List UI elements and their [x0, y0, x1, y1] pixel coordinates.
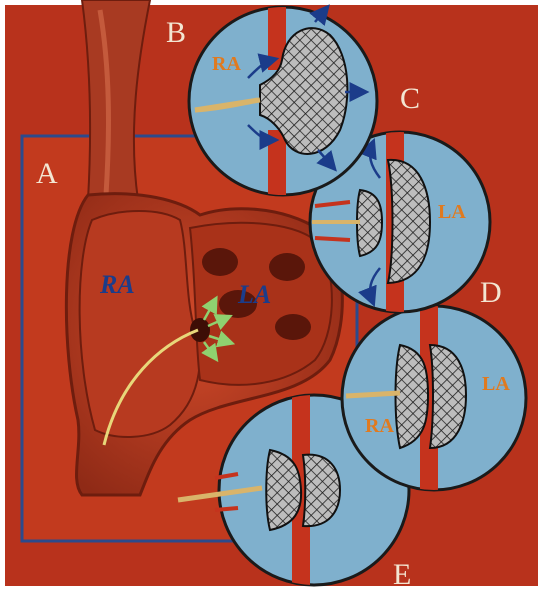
label-left-atrium: LA	[237, 280, 271, 309]
septal-defect	[190, 318, 210, 342]
pulmonary-vein-opening	[202, 248, 238, 276]
label-right-atrium: RA	[99, 270, 135, 299]
panel-label-a: A	[36, 157, 58, 190]
inset-b-label-ra: RA	[212, 53, 241, 75]
inset-c-label-la: LA	[438, 201, 466, 223]
inset-d-label-ra: RA	[365, 415, 394, 437]
panel-label-d: D	[480, 276, 502, 309]
inset-d-label-la: LA	[482, 373, 510, 395]
catheter-icon	[346, 393, 400, 396]
panel-label-e: E	[393, 558, 411, 591]
panel-label-b: B	[166, 16, 186, 49]
pulmonary-vein-opening	[275, 314, 311, 340]
panel-label-c: C	[400, 82, 420, 115]
pulmonary-vein-opening	[269, 253, 305, 281]
